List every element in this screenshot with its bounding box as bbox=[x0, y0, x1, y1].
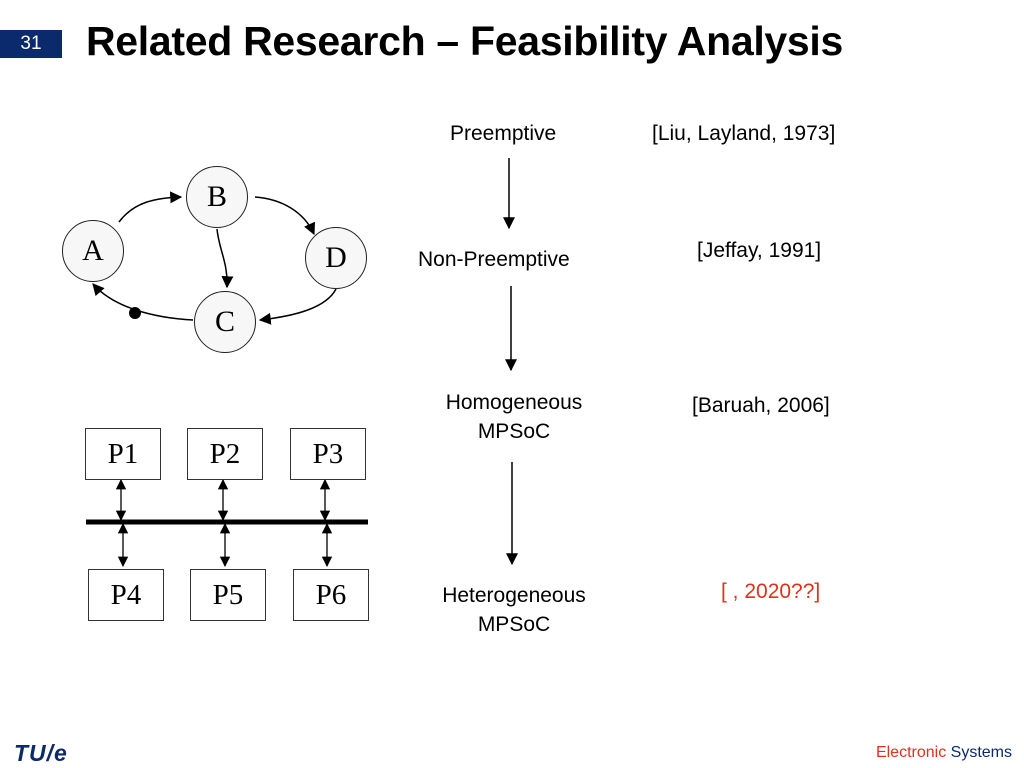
node-d: D bbox=[305, 227, 367, 289]
step-heterogeneous: Heterogeneous MPSoC bbox=[442, 584, 586, 636]
processor-p6: P6 bbox=[293, 569, 369, 621]
step-homogeneous: Homogeneous MPSoC bbox=[445, 391, 583, 443]
node-a: A bbox=[62, 220, 124, 282]
processor-p3: P3 bbox=[290, 428, 366, 480]
edge-b-c bbox=[216, 228, 234, 289]
reference-jeffay: [Jeffay, 1991] bbox=[697, 239, 822, 262]
node-b: B bbox=[186, 166, 248, 228]
reference-future: [ , 2020??] bbox=[721, 580, 821, 603]
initial-token bbox=[129, 307, 141, 319]
step-preemptive: Preemptive bbox=[450, 122, 557, 145]
processor-p4: P4 bbox=[88, 569, 164, 621]
footer-brand-part1: Electronic bbox=[875, 744, 947, 761]
processor-p2: P2 bbox=[187, 428, 263, 480]
slide-number: 31 bbox=[0, 30, 62, 58]
page-title: Related Research – Feasibility Analysis bbox=[86, 18, 844, 64]
reference-liu-layland: [Liu, Layland, 1973] bbox=[652, 122, 836, 145]
step-non-preemptive: Non-Preemptive bbox=[418, 248, 570, 271]
footer-brand: Electronic Systems bbox=[876, 744, 1012, 762]
node-c: C bbox=[194, 291, 256, 353]
edge-c-a bbox=[92, 283, 194, 321]
edge-a-b bbox=[118, 191, 183, 223]
edge-d-c bbox=[258, 288, 337, 325]
edge-b-d bbox=[254, 196, 315, 236]
reference-baruah: [Baruah, 2006] bbox=[692, 394, 830, 417]
tue-logo: TU/e bbox=[14, 740, 68, 766]
footer-brand-part2: Systems bbox=[950, 744, 1012, 761]
processor-p1: P1 bbox=[85, 428, 161, 480]
processor-p5: P5 bbox=[190, 569, 266, 621]
